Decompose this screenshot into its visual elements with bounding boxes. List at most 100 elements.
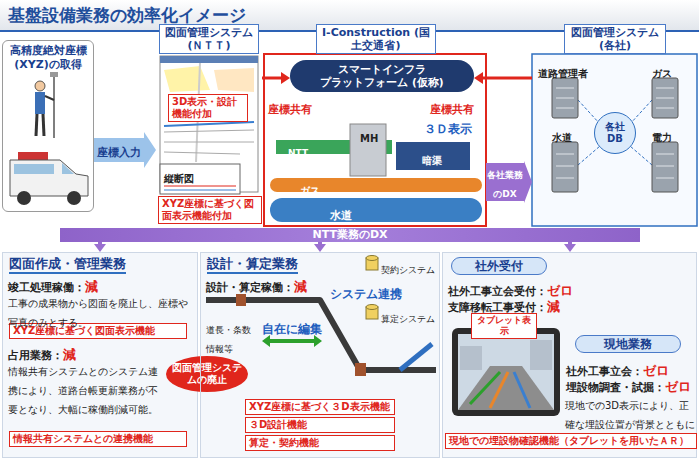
- label-text: 水道: [330, 209, 352, 222]
- node-text: 図面管理システムの廃止: [172, 362, 242, 386]
- feature-box: XYZ座標に基づく３D表示機能: [245, 399, 395, 415]
- node-text: スマートインフラ プラットフォーム (仮称): [293, 63, 471, 89]
- label-line: ３Ｄ表示: [424, 118, 472, 137]
- feature-box: 現地での埋設物確認機能（タブレットを用いたＡＲ）: [445, 433, 697, 449]
- survey-illustration: [10, 72, 88, 205]
- server-illustration: [532, 54, 697, 226]
- label-line: 社外工事立会：ゼロ: [566, 360, 669, 379]
- dx-band: NTT業務のDX: [60, 228, 640, 242]
- feature-box: ３D設計機能: [245, 417, 395, 433]
- label-text: 工事の成果物から図面を廃止し、座標や写真のみとする。: [8, 298, 188, 328]
- label-text: 占用業務：: [8, 349, 63, 362]
- label-text: 座標共有: [268, 103, 312, 116]
- label-text: 道長・条数 情報等: [206, 325, 251, 354]
- tag-box: タブレット表示: [471, 313, 537, 339]
- label-text: システム連携: [330, 287, 402, 301]
- arrow-line: [262, 77, 281, 80]
- node-text: 図面管理システム (各社): [564, 24, 666, 54]
- label-line: 自在に編集: [262, 318, 322, 337]
- label-text: ガス: [300, 185, 320, 196]
- node-text: 図面管理システム (ＮＴＴ): [159, 24, 259, 54]
- label-line: システム連携: [330, 283, 402, 302]
- label-text: 支障移転工事受付：: [448, 301, 547, 314]
- label-line: NTT: [288, 141, 308, 160]
- arrow-line: [483, 77, 532, 80]
- system-panel: 図面管理システム (ＮＴＴ) 3D表示・設計機能付加 XYZ座標に基づく図面表示機能…: [156, 24, 262, 226]
- arrow-connector: [94, 242, 106, 252]
- label-text: NTT: [288, 148, 308, 158]
- node-text: 高精度絶対座標 (XYZ)の取得: [7, 44, 89, 72]
- arrow-body: [94, 132, 156, 168]
- arrow-head: [281, 72, 290, 84]
- label-line: 設計・算定稼働：減: [206, 276, 307, 295]
- label-text: 減: [547, 299, 560, 314]
- label-text: 設計・算定稼働：: [206, 281, 294, 294]
- label-line: 社外工事立会受付：ゼロ: [448, 280, 573, 299]
- feature-box: 情報共有システムとの連携機能: [9, 431, 187, 447]
- label-text: 社外工事立会：: [566, 365, 643, 378]
- label-line: ガス: [652, 62, 672, 81]
- platform-illustration: [264, 54, 486, 226]
- screen-illustration: [160, 56, 258, 194]
- panel-grounds: [2, 252, 697, 458]
- arrow-head: [474, 72, 483, 84]
- arrow-line: [98, 242, 102, 244]
- label-line: ガス: [300, 179, 320, 198]
- label-text: 竣工処理稼働：: [8, 281, 85, 294]
- label-line: 埋設物調査・試掘：ゼロ: [566, 376, 691, 395]
- arrow-connector: [314, 242, 326, 252]
- node-text: 社外受付: [451, 257, 547, 275]
- tablet-illustration: [452, 328, 560, 416]
- label-text: 座標共有: [430, 103, 474, 116]
- label-line: 縦断図: [162, 167, 196, 186]
- page-title: 基盤設備業務の効率化イメージ: [8, 5, 246, 25]
- block-arrow: [486, 161, 532, 203]
- edge-label-box: 各社業務のDX: [486, 163, 524, 201]
- label-text: 減: [294, 279, 307, 294]
- label-text: 現地での3D表示により、正確な埋設位置が背景とともに: [565, 400, 695, 430]
- label-line: 水道: [330, 204, 352, 223]
- feature-box: XYZ座標に基づく図面表示機能付加: [158, 196, 262, 224]
- label-line: 竣工処理稼働：減: [8, 276, 98, 295]
- node-text: 3D表示・設計機能付加: [172, 96, 244, 120]
- node-text: 各社 DB: [600, 121, 630, 145]
- label-line: 道長・条数 情報等: [206, 318, 256, 356]
- label-line: 座標共有: [268, 98, 312, 117]
- node-text: 現地での埋設物確認機能（タブレットを用いたＡＲ）: [449, 435, 693, 447]
- label-text: 減: [63, 347, 76, 362]
- arrow-line: [318, 242, 322, 244]
- label-text: 埋設物調査・試掘：: [566, 381, 665, 394]
- label-text: MH: [360, 133, 378, 144]
- label-text: 道路管理者: [538, 68, 588, 79]
- feature-box: 3D表示・設計機能付加: [168, 94, 248, 122]
- survey-box: 高精度絶対座標 (XYZ)の取得: [2, 40, 94, 212]
- node-text: 情報共有システムとの連携機能: [13, 433, 183, 445]
- label-line: 情報共有システムとのシステム連携により、道路台帳更新業務が不要となり、大幅に稼働…: [8, 360, 164, 417]
- block-arrow: [94, 132, 156, 168]
- node-text: 算定・契約機能: [249, 437, 391, 449]
- label-text: 縦断図: [162, 173, 196, 184]
- label-line: 支障移転工事受付：減: [448, 296, 560, 315]
- arrow-body: [486, 161, 532, 203]
- label-text: 減: [85, 279, 98, 294]
- database-circle: 各社 DB: [594, 112, 636, 154]
- arrow-connector: [474, 72, 532, 84]
- label-text: 自在に編集: [262, 322, 322, 336]
- node-text: 現地業務: [576, 336, 680, 352]
- label-text: 情報共有システムとのシステム連携により、道路台帳更新業務が不要となり、大幅に稼働…: [8, 366, 158, 415]
- label-text: ゼロ: [547, 283, 573, 298]
- arrow-head: [94, 244, 106, 252]
- callout-ellipse: 図面管理システムの廃止: [166, 356, 248, 392]
- label-line: 占用業務：減: [8, 344, 76, 363]
- label-line: MH: [360, 127, 378, 146]
- label-line: 水道: [552, 126, 572, 145]
- label-text: 社外工事立会受付：: [448, 285, 547, 298]
- label-line: 算定システム: [381, 307, 435, 326]
- label-line: 暗渠: [422, 149, 442, 168]
- label-text: 電力: [652, 132, 672, 143]
- label-text: 暗渠: [422, 155, 442, 166]
- node-text: 設計・算定業務: [207, 256, 298, 274]
- node-text: ３D設計機能: [249, 419, 391, 431]
- label-text: ３Ｄ表示: [424, 122, 472, 136]
